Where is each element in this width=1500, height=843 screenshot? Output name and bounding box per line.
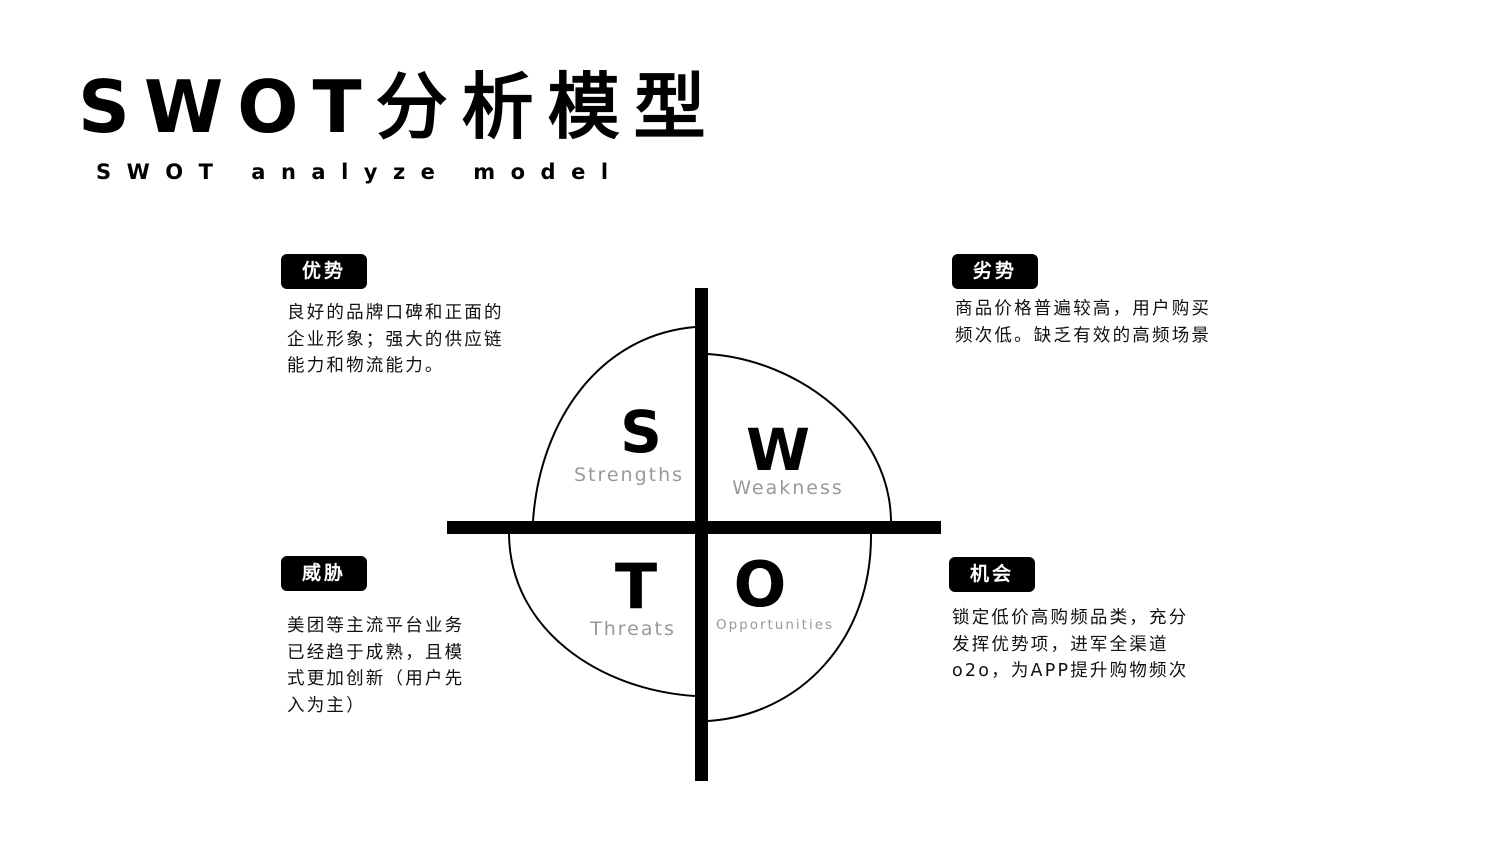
opportunities-badge: 机会 (949, 557, 1035, 592)
weakness-word: Weakness (732, 477, 844, 499)
threats-line: 美团等主流平台业务 (287, 616, 465, 636)
threats-letter: T (615, 550, 657, 623)
threats-line: 入为主） (287, 695, 366, 716)
weakness-arc (707, 353, 892, 522)
threats-line: 已经趋于成熟，且模 (287, 642, 465, 663)
threats-description: 美团等主流平台业务 已经趋于成熟，且模 式更加创新（用户先 入为主） (287, 613, 464, 719)
threats-badge: 威胁 (281, 556, 367, 591)
opportunities-line: 发挥优势项，进军全渠道 (952, 634, 1169, 655)
strengths-badge: 优势 (281, 254, 367, 289)
weakness-line: 频次低。缺乏有效的高频场景 (955, 325, 1212, 346)
strengths-line: 能力和物流能力。 (287, 356, 445, 376)
opportunities-line: o2o，为APP提升购物频次 (952, 661, 1189, 681)
threats-arc (508, 533, 696, 697)
strengths-letter: S (620, 398, 662, 466)
vertical-axis (695, 288, 708, 781)
page-subtitle: SWOT analyze model (96, 160, 624, 184)
opportunities-description: 锁定低价高购频品类，充分 发挥优势项，进军全渠道 o2o，为APP提升购物频次 (952, 605, 1188, 685)
weakness-description: 商品价格普遍较高，用户购买 频次低。缺乏有效的高频场景 (955, 296, 1211, 349)
threats-line: 式更加创新（用户先 (287, 669, 465, 689)
threats-word: Threats (589, 618, 676, 640)
weakness-badge: 劣势 (952, 254, 1038, 289)
opportunities-line: 锁定低价高购频品类，充分 (952, 608, 1189, 628)
strengths-arc (532, 326, 696, 522)
page-title: SWOT分析模型 (78, 65, 720, 149)
opportunities-word: Opportunities (716, 617, 834, 633)
strengths-line: 企业形象；强大的供应链 (287, 329, 504, 350)
strengths-description: 良好的品牌口碑和正面的 企业形象；强大的供应链 能力和物流能力。 (287, 300, 504, 380)
strengths-line: 良好的品牌口碑和正面的 (287, 303, 504, 323)
weakness-line: 商品价格普遍较高，用户购买 (955, 299, 1212, 319)
horizontal-axis (447, 521, 941, 534)
weakness-letter: W (746, 416, 810, 484)
strengths-word: Strengths (574, 464, 684, 486)
opportunities-arc (707, 533, 873, 722)
opportunities-letter: O (734, 548, 787, 621)
